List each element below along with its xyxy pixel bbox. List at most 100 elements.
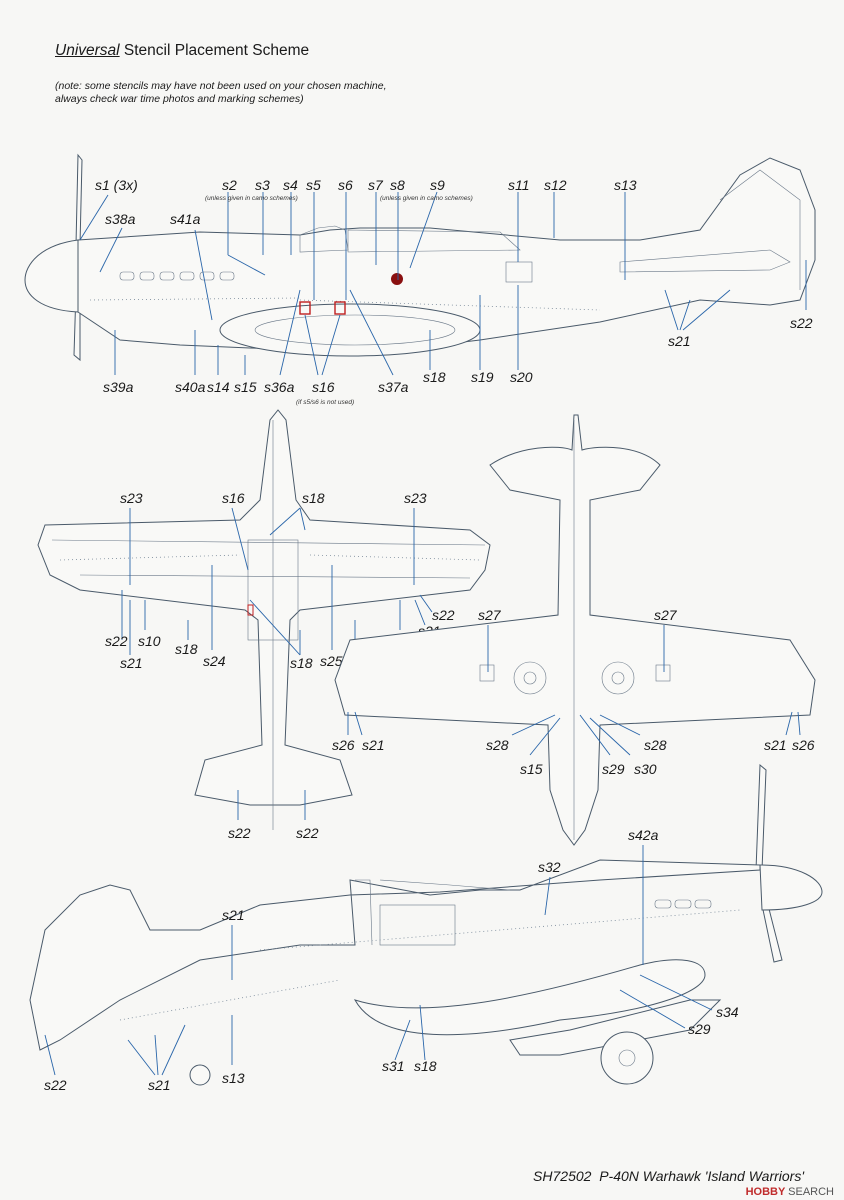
label-s6: s6 <box>338 177 353 193</box>
label-s28-left: s28 <box>486 737 509 753</box>
leader-lines-plan-top <box>121 507 433 820</box>
label-s16: s16 <box>222 490 245 506</box>
label-s13-side: s13 <box>222 1070 245 1086</box>
note-line-1: (note: some stencils may have not been u… <box>55 80 387 92</box>
label-s5: s5 <box>306 177 321 193</box>
main-wheel <box>600 1031 654 1085</box>
label-s3: s3 <box>255 177 270 193</box>
side-profile-top <box>24 153 816 362</box>
label-s18-top: s18 <box>302 490 325 506</box>
note-line-2: always check war time photos and marking… <box>55 93 304 105</box>
watermark-brand: HOBBY <box>745 1186 786 1198</box>
label-s12: s12 <box>544 177 567 193</box>
label-s25: s25 <box>320 653 343 669</box>
product-code: SH72502 <box>533 1168 592 1184</box>
note-s2: (unless given in camo schemes) <box>205 195 298 202</box>
label-s21-left-bottom: s21 <box>362 737 385 753</box>
label-s15: s15 <box>234 379 257 395</box>
product-title: P-40N Warhawk 'Island Warriors' <box>599 1168 804 1184</box>
label-s21-left: s21 <box>120 655 143 671</box>
label-s1: s1 (3x) <box>95 177 138 193</box>
label-s16: s16 <box>312 379 335 395</box>
red-stencil-2 <box>334 301 346 315</box>
title-rest: Stencil Placement Scheme <box>119 42 310 59</box>
wheel-left <box>513 661 547 695</box>
plan-top-outline <box>37 409 491 806</box>
plan-view-top <box>37 409 491 830</box>
note-s8: (unless given in camo schemes) <box>380 195 473 202</box>
side-profile-bottom <box>29 763 823 1086</box>
canopy-right <box>355 879 511 946</box>
tailplane <box>619 249 791 273</box>
label-s26-right: s26 <box>792 737 815 753</box>
label-s27-left: s27 <box>478 607 502 623</box>
spinner-right <box>759 864 823 911</box>
wheel-right <box>601 661 635 695</box>
label-s31: s31 <box>382 1058 405 1074</box>
labels-side-bottom: s32 s42a s21 s34 s29 s31 s18 s13 s21 s22 <box>44 827 739 1093</box>
label-s34: s34 <box>716 1004 739 1020</box>
canopy-rear <box>347 229 521 253</box>
note-s16: (if s5/s6 is not used) <box>296 399 354 406</box>
panel-s11 <box>505 261 533 283</box>
red-round-stencil <box>391 273 403 285</box>
label-s32: s32 <box>538 859 561 875</box>
sheet-footer: SH72502 P-40N Warhawk 'Island Warriors' <box>533 1168 804 1184</box>
title-underlined: Universal <box>55 42 120 59</box>
label-s18-left: s18 <box>175 641 198 657</box>
label-s19: s19 <box>471 369 494 385</box>
label-s29-bottom: s29 <box>602 761 625 777</box>
label-s22-tail-left: s22 <box>228 825 251 841</box>
label-s42a: s42a <box>628 827 659 843</box>
label-s21-lower: s21 <box>148 1077 171 1093</box>
propeller-blade-upper <box>75 153 83 246</box>
fuselage-right-outline <box>29 859 761 1051</box>
tail-fin <box>719 169 801 290</box>
label-s38a: s38a <box>105 211 136 227</box>
label-s22-tail-right: s22 <box>296 825 319 841</box>
exhaust-stacks-right <box>654 899 712 909</box>
label-s24: s24 <box>203 653 226 669</box>
label-s8: s8 <box>390 177 405 193</box>
propeller-blade-up <box>755 763 767 871</box>
label-s28-right: s28 <box>644 737 667 753</box>
label-s18: s18 <box>423 369 446 385</box>
label-s7: s7 <box>368 177 384 193</box>
label-s15-bottom: s15 <box>520 761 543 777</box>
label-s39a: s39a <box>103 379 134 395</box>
fuselage-outline <box>77 157 816 353</box>
label-s26-left: s26 <box>332 737 355 753</box>
label-s21-upper: s21 <box>222 907 245 923</box>
label-s22-left: s22 <box>105 633 128 649</box>
label-s18-side: s18 <box>414 1058 437 1074</box>
watermark-logo: HOBBY SEARCH <box>746 1186 834 1198</box>
label-s23-left: s23 <box>120 490 143 506</box>
label-s22-side: s22 <box>44 1077 67 1093</box>
label-s21: s21 <box>668 333 691 349</box>
label-s23-right: s23 <box>404 490 427 506</box>
label-s30: s30 <box>634 761 657 777</box>
exhaust-stacks <box>119 271 235 281</box>
red-stencil-1 <box>299 301 311 315</box>
label-s10-left: s10 <box>138 633 161 649</box>
label-s14: s14 <box>207 379 230 395</box>
spinner <box>24 239 79 313</box>
tail-wheel <box>189 1064 211 1086</box>
label-s2: s2 <box>222 177 237 193</box>
label-s40a: s40a <box>175 379 206 395</box>
page-title: Universal Stencil Placement Scheme <box>55 42 309 60</box>
wing-right-side <box>353 959 706 1036</box>
label-s20: s20 <box>510 369 533 385</box>
plan-view-bottom <box>334 414 816 846</box>
plan-bottom-outline <box>334 414 816 846</box>
wing-side <box>219 303 481 357</box>
labels-side-top: s1 (3x) s38a s41a s2 (unless given in ca… <box>95 177 813 406</box>
label-s11: s11 <box>508 177 530 193</box>
label-s9: s9 <box>430 177 445 193</box>
canopy-frame <box>379 904 456 946</box>
canopy-front <box>299 225 349 253</box>
leader-lines-top <box>79 191 807 376</box>
watermark-suffix: SEARCH <box>788 1186 834 1198</box>
placement-note: (note: some stencils may have not been u… <box>55 80 415 106</box>
